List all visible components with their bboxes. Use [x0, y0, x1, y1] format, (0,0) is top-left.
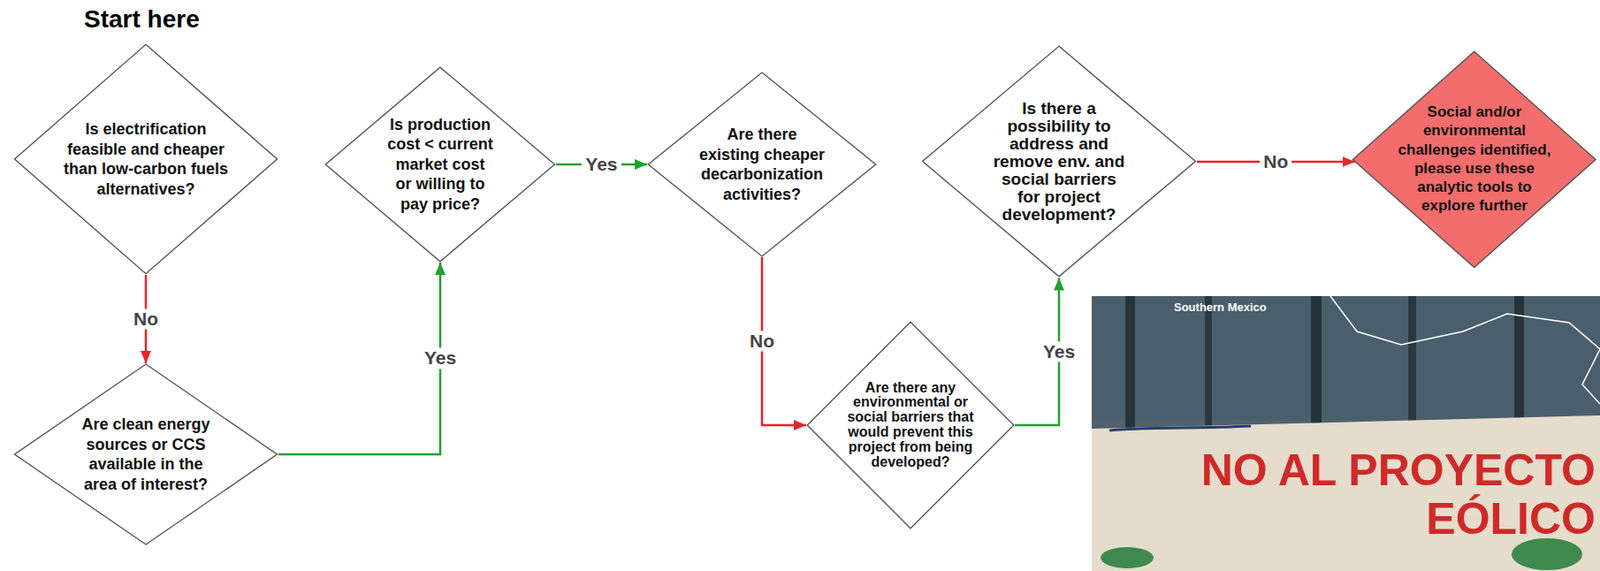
- node-body: Is electrification feasible and cheaper …: [60, 119, 231, 199]
- photo-caption: Southern Mexico: [1173, 300, 1351, 315]
- result-diamond: Social and/or environmental challenges i…: [1351, 50, 1597, 269]
- diamond-shape: [325, 67, 555, 262]
- tree-trunk: [1408, 296, 1417, 438]
- map-outline: [1582, 349, 1600, 404]
- flow-connector: [278, 262, 441, 455]
- node-body: Is there a possibility to address and re…: [992, 99, 1126, 224]
- node-body: Are there existing cheaper decarbonizati…: [699, 124, 826, 205]
- edge-label: Yes: [420, 348, 460, 369]
- map-outline: [1330, 296, 1600, 350]
- banner-paint: [1100, 547, 1154, 569]
- tree-trunk: [1204, 296, 1212, 447]
- decision-diamond: Is production cost < current market cost…: [324, 66, 557, 263]
- edge-label: No: [129, 308, 162, 329]
- edge-label: No: [746, 330, 778, 351]
- node-text: Is electrification feasible and cheaper …: [60, 119, 231, 199]
- diamond-outline: [647, 71, 877, 258]
- decision-diamond: Are clean energy sources or CCS availabl…: [13, 363, 279, 546]
- diamond-shape: [807, 321, 1014, 529]
- tree-trunk: [1514, 296, 1524, 436]
- diamond-shape: [922, 46, 1197, 277]
- diamond-shape: [647, 72, 876, 257]
- decision-diamond: Is electrification feasible and cheaper …: [13, 43, 279, 275]
- diamond-outline: [13, 363, 279, 546]
- node-body: Are there any environmental or social ba…: [846, 380, 975, 471]
- diamond-outline: [1351, 50, 1597, 269]
- decision-diamond: Are there existing cheaper decarbonizati…: [647, 71, 877, 258]
- decision-diamond: Are there any environmental or social ba…: [806, 320, 1015, 530]
- banner-cloth: [1091, 415, 1600, 571]
- banner-paint: [1109, 426, 1251, 431]
- photo-ground: [1091, 296, 1600, 571]
- tree-trunk: [1125, 296, 1136, 451]
- node-body: Is production cost < current market cost…: [385, 114, 495, 215]
- diamond-outline: [13, 43, 279, 275]
- node-body: Are clean energy sources or CCS availabl…: [81, 414, 212, 495]
- decision-diamond: Is there a possibility to address and re…: [921, 45, 1197, 278]
- node-text: Social and/or environmental challenges i…: [1397, 102, 1552, 216]
- node-text: Is production cost < current market cost…: [385, 114, 495, 215]
- edge-label: Yes: [581, 153, 621, 175]
- edge-label: Yes: [1039, 341, 1079, 362]
- edge-label: No: [1259, 151, 1292, 172]
- node-text: Is there a possibility to address and re…: [992, 99, 1126, 224]
- node-text: Are there any environmental or social ba…: [846, 380, 975, 471]
- diamond-shape: [1353, 51, 1597, 267]
- node-text: Are there existing cheaper decarbonizati…: [699, 124, 826, 205]
- node-body: Social and/or environmental challenges i…: [1397, 102, 1552, 216]
- banner-slogan: NO AL PROYECTO EÓLICO: [1104, 446, 1596, 544]
- flow-title: Start here: [83, 5, 200, 34]
- node-text: Are clean energy sources or CCS availabl…: [81, 414, 212, 495]
- diamond-shape: [15, 44, 278, 274]
- tree-trunk: [1310, 296, 1322, 442]
- diamond-shape: [15, 364, 278, 545]
